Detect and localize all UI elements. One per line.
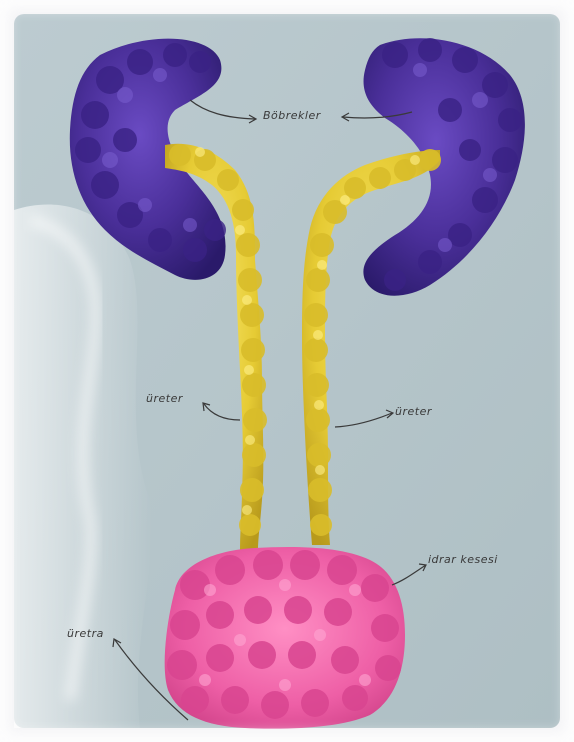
- bladder: [165, 547, 405, 729]
- label-kidneys: Böbrekler: [263, 109, 321, 122]
- label-ureter-left: üreter: [146, 392, 183, 405]
- label-urethra: üretra: [67, 627, 104, 640]
- label-ureter-right: üreter: [395, 405, 432, 418]
- label-bladder: idrar kesesi: [428, 553, 498, 566]
